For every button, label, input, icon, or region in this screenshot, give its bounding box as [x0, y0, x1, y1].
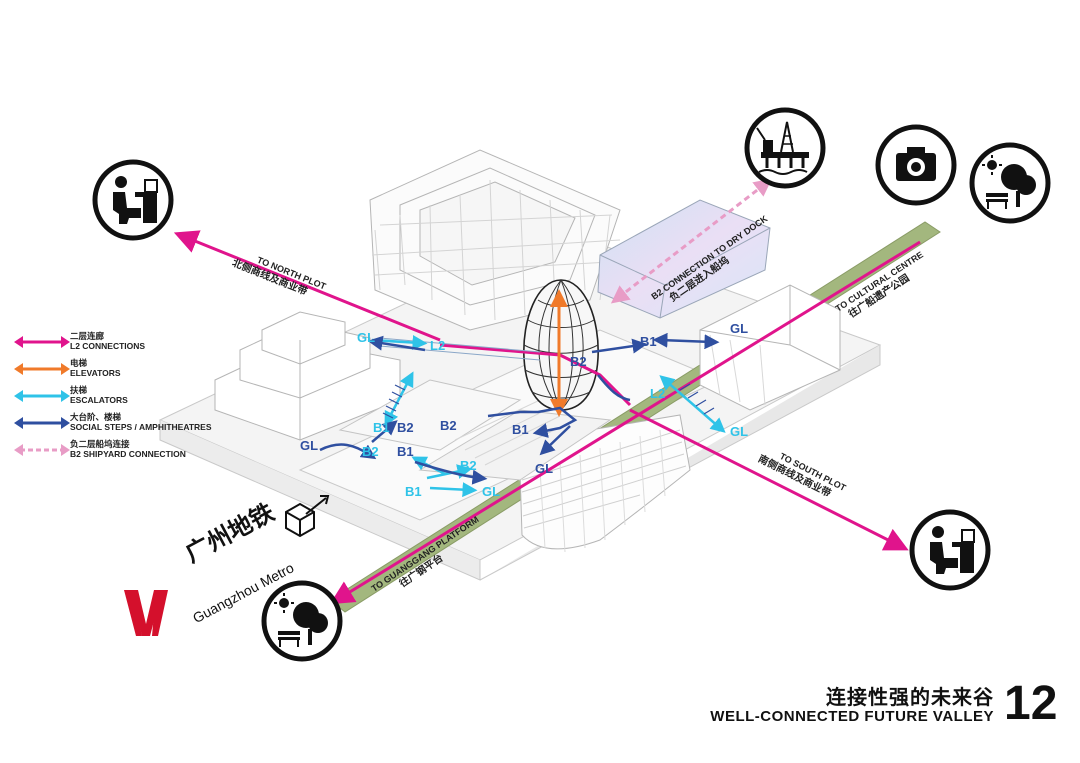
- page-title: 连接性强的未来谷 WELL-CONNECTED FUTURE VALLEY: [710, 686, 994, 726]
- level-label: L2: [650, 386, 665, 401]
- level-label: L2: [430, 338, 445, 353]
- legend-item: 负二层船坞连接 B2 SHIPYARD CONNECTION: [14, 439, 214, 467]
- level-label: B2: [362, 444, 379, 459]
- title-en: WELL-CONNECTED FUTURE VALLEY: [710, 708, 994, 725]
- l2-platform-culture: [329, 240, 921, 605]
- oil-rig-icon: [744, 107, 826, 189]
- metro-name-en: Guangzhou Metro: [190, 559, 297, 627]
- level-labels: GL L2 B1 B2 GL B2 B1 B2 B1 GL B2 B1 GL B…: [300, 321, 748, 499]
- legend: 二层连廊 L2 CONNECTIONS 电梯 ELEVATORS 扶梯 ESCA…: [14, 331, 214, 467]
- legend-label-cn: 扶梯: [70, 385, 88, 395]
- legend-item: 大台阶、楼梯 SOCIAL STEPS / AMPHITHEATRES: [14, 412, 214, 440]
- level-label: GL: [357, 330, 375, 345]
- l2-to-north: [173, 230, 441, 342]
- level-label: B2: [397, 420, 414, 435]
- title-cn: 连接性强的未来谷: [826, 685, 994, 709]
- level-label: B2: [440, 418, 457, 433]
- level-label: B2: [570, 354, 587, 369]
- legend-label-en: SOCIAL STEPS / AMPHITHEATRES: [70, 421, 212, 432]
- level-label: GL: [482, 484, 500, 499]
- legend-elevator-arrow: [14, 363, 70, 375]
- level-label: B1: [397, 444, 414, 459]
- legend-label-en: B2 SHIPYARD CONNECTION: [70, 448, 186, 459]
- level-label: B1: [405, 484, 422, 499]
- social-steps: [319, 332, 720, 485]
- metro-logo-icon: [124, 590, 168, 636]
- legend-item: 电梯 ELEVATORS: [14, 358, 214, 386]
- entrance-cube-icon: [285, 495, 330, 538]
- level-label: GL: [730, 424, 748, 439]
- park-bench-icon: [261, 580, 343, 662]
- level-label: GL: [535, 461, 553, 476]
- legend-item: 扶梯 ESCALATORS: [14, 385, 214, 413]
- egg-tower: [523, 279, 599, 411]
- legend-label-cn: 大台阶、楼梯: [70, 412, 122, 422]
- legend-item: 二层连廊 L2 CONNECTIONS: [14, 331, 214, 359]
- camera-icon: [875, 124, 957, 206]
- escalator-hatches: [382, 383, 715, 419]
- legend-steps-arrow: [14, 417, 70, 429]
- legend-label-en: L2 CONNECTIONS: [70, 340, 146, 351]
- level-label: B2: [460, 458, 477, 473]
- desk-worker-icon: [92, 159, 174, 241]
- level-label: B1: [373, 420, 390, 435]
- page-number: 12: [1004, 677, 1058, 730]
- legend-label-cn: 负二层船坞连接: [70, 439, 130, 449]
- legend-escalator-arrow: [14, 390, 70, 402]
- level-label: GL: [730, 321, 748, 336]
- legend-shipyard-arrow: [14, 444, 70, 456]
- l2-bridge: [379, 337, 541, 361]
- level-label: B1: [512, 422, 529, 437]
- desk-worker-icon: [909, 509, 991, 591]
- park-bench-icon: [969, 142, 1051, 224]
- legend-label-cn: 电梯: [70, 358, 88, 368]
- l2-connector: [439, 343, 632, 407]
- level-label: GL: [300, 438, 318, 453]
- legend-label-cn: 二层连廊: [70, 331, 105, 341]
- legend-label-en: ESCALATORS: [70, 394, 128, 405]
- legend-label-en: ELEVATORS: [70, 367, 121, 378]
- level-label: B1: [640, 334, 657, 349]
- legend-l2-arrow: [14, 336, 70, 348]
- buildings: [214, 149, 841, 553]
- metro-brand: 广州地铁 Guangzhou Metro: [120, 498, 330, 650]
- shipyard-connection: [610, 178, 773, 304]
